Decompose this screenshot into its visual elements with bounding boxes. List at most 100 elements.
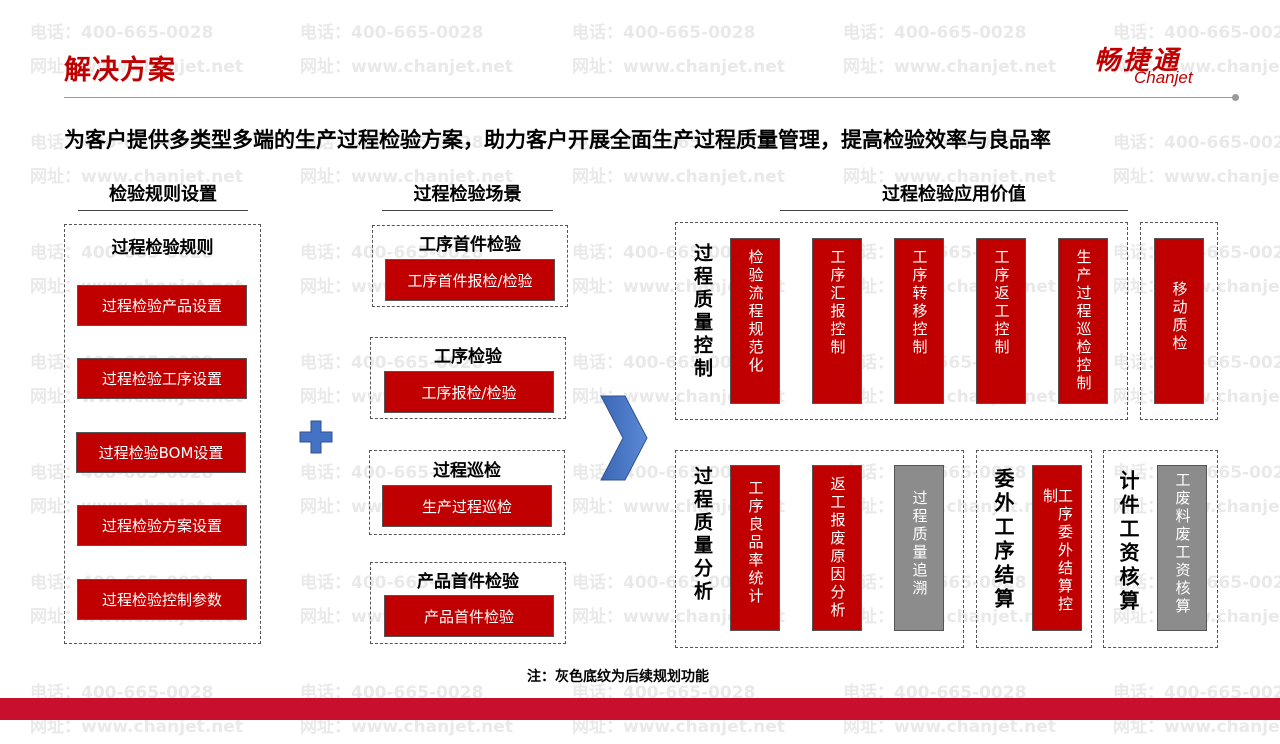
watermark-phone: 电话：400-665-0028 — [300, 573, 484, 593]
mobile-box — [1140, 222, 1218, 420]
scene-button-first-article-inspect[interactable]: 工序首件报检/检验 — [385, 259, 555, 301]
watermark-phone: 电话：400-665-0028 — [30, 243, 214, 263]
chevron-right-icon — [599, 394, 649, 482]
plus-icon — [297, 418, 335, 456]
footer-bar — [0, 698, 1280, 720]
rules-heading-rule — [78, 210, 248, 211]
value-item-patrol-control[interactable]: 生产过程巡检控制 — [1058, 238, 1108, 404]
scene-group-first-article — [372, 225, 568, 307]
value-item-rework-control[interactable]: 工序返工控制 — [976, 238, 1026, 404]
value-item-label: 检验流程规范化 — [746, 249, 765, 375]
value-item-label: 移动质检 — [1170, 281, 1189, 353]
value-item-mobile-qc[interactable]: 移动质检 — [1154, 238, 1204, 404]
watermark-text: 电话：400-665-0028 网址：www.chanjet.net — [30, 16, 243, 84]
outsource-label: 委外工序结算 — [991, 468, 1015, 612]
watermark-website: 网址：www.chanjet.net — [30, 57, 243, 77]
rule-item-bom[interactable]: 过程检验BOM设置 — [76, 432, 246, 473]
scene-button-patrol[interactable]: 生产过程巡检 — [382, 485, 552, 527]
watermark-text: 电话：400-665-0028 网址：www.chanjet.net — [1113, 16, 1280, 84]
scene-group-title: 产品首件检验 — [417, 572, 519, 592]
watermark-phone: 电话：400-665-0028 — [843, 23, 1027, 43]
watermark-phone: 电话：400-665-0028 — [572, 23, 756, 43]
value-item-label: 工废料废工资核算 — [1173, 472, 1192, 616]
value-item-report-control[interactable]: 工序汇报控制 — [812, 238, 862, 404]
watermark-phone: 电话：400-665-0028 — [572, 573, 756, 593]
piecework-box — [1103, 450, 1218, 648]
watermark-text: 电话：400-665-0028 网址：www.chanjet.net — [30, 126, 243, 194]
watermark-text: 电话：400-665-0028 网址：www.chanjet.net — [572, 16, 785, 84]
legend-note: 注：灰色底纹为后续规划功能 — [527, 669, 709, 685]
value-item-label: 工序汇报控制 — [828, 249, 847, 357]
scene-button-process-inspect[interactable]: 工序报检/检验 — [384, 371, 554, 413]
watermark-phone: 电话：400-665-0028 — [30, 23, 214, 43]
watermark-website: 网址：www.chanjet.net — [843, 167, 1056, 187]
watermark-phone: 电话：400-665-0028 — [300, 353, 484, 373]
watermark-website: 网址：www.chanjet.net — [300, 57, 513, 77]
watermark-text: 电话：400-665-0028 网址：www.chanjet.net — [1113, 126, 1280, 194]
rules-heading: 检验规则设置 — [109, 184, 217, 205]
value-item-scrap-analysis[interactable]: 返工报废原因分析 — [812, 465, 862, 631]
watermark-phone: 电话：400-665-0028 — [30, 133, 214, 153]
scene-group-product-first — [370, 562, 566, 644]
value-item-label: 返工报废原因分析 — [828, 476, 847, 620]
watermark-phone: 电话：400-665-0028 — [1113, 23, 1280, 43]
page-subtitle: 为客户提供多类型多端的生产过程检验方案，助力客户开展全面生产过程质量管理，提高检… — [64, 128, 1051, 152]
analysis-label: 过程质量分析 — [691, 466, 713, 604]
rules-box-title: 过程检验规则 — [111, 238, 214, 258]
value-item-traceability-planned[interactable]: 过程质量追溯 — [894, 465, 944, 631]
watermark-website: 网址：www.chanjet.net — [30, 167, 243, 187]
watermark-phone: 电话：400-665-0028 — [572, 353, 756, 373]
watermark-text: 电话：400-665-0028 网址：www.chanjet.net — [300, 126, 513, 194]
watermark-phone: 电话：400-665-0028 — [300, 133, 484, 153]
watermark-text: 电话：400-665-0028 网址：www.chanjet.net — [843, 16, 1056, 84]
value-item-label: 工序委外结算控制 — [1041, 488, 1074, 614]
title-divider — [64, 97, 1234, 98]
value-item-label: 工序转移控制 — [910, 249, 929, 357]
logo-english: Chanjet — [1134, 68, 1193, 87]
scene-group-process — [370, 337, 566, 419]
scene-group-title: 工序检验 — [434, 347, 502, 367]
rules-box — [64, 224, 261, 644]
watermark-website: 网址：www.chanjet.net — [572, 167, 785, 187]
value-item-inspection-flow[interactable]: 检验流程规范化 — [730, 238, 780, 404]
control-label: 过程质量控制 — [691, 243, 713, 381]
watermark-phone: 电话：400-665-0028 — [300, 243, 484, 263]
rule-item-process[interactable]: 过程检验工序设置 — [77, 358, 247, 399]
page-title: 解决方案 — [64, 55, 176, 86]
value-item-label: 工序返工控制 — [992, 249, 1011, 357]
value-item-label: 工序良品率统计 — [746, 480, 765, 606]
watermark-text: 电话：400-665-0028 网址：www.chanjet.net — [300, 16, 513, 84]
watermark-phone: 电话：400-665-0028 — [300, 463, 484, 483]
value-item-yield-stats[interactable]: 工序良品率统计 — [730, 465, 780, 631]
watermark-phone: 电话：400-665-0028 — [572, 243, 756, 263]
watermark-website: 网址：www.chanjet.net — [1113, 167, 1280, 187]
outsource-box — [976, 450, 1092, 648]
scene-group-patrol — [369, 450, 565, 535]
value-item-transfer-control[interactable]: 工序转移控制 — [894, 238, 944, 404]
scenes-heading: 过程检验场景 — [413, 184, 522, 205]
value-item-outsource-settlement[interactable]: 工序委外结算控制 — [1032, 465, 1082, 631]
scene-group-title: 工序首件检验 — [419, 235, 521, 255]
watermark-phone: 电话：400-665-0028 — [1113, 133, 1280, 153]
value-item-label: 生产过程巡检控制 — [1074, 249, 1093, 393]
value-heading: 过程检验应用价值 — [882, 184, 1026, 205]
scene-group-title: 过程巡检 — [433, 461, 501, 481]
rule-item-product[interactable]: 过程检验产品设置 — [77, 285, 247, 326]
watermark-website: 网址：www.chanjet.net — [1113, 57, 1280, 77]
value-heading-rule — [780, 210, 1128, 211]
rule-item-control-params[interactable]: 过程检验控制参数 — [77, 579, 247, 620]
watermark-phone: 电话：400-665-0028 — [300, 23, 484, 43]
rule-item-plan[interactable]: 过程检验方案设置 — [77, 505, 247, 546]
watermark-website: 网址：www.chanjet.net — [572, 57, 785, 77]
scene-button-product-first[interactable]: 产品首件检验 — [384, 595, 554, 637]
title-divider-dot — [1232, 94, 1239, 101]
watermark-website: 网址：www.chanjet.net — [843, 57, 1056, 77]
value-item-piecework-wage-planned[interactable]: 工废料废工资核算 — [1157, 465, 1207, 631]
scenes-heading-rule — [382, 210, 553, 211]
watermark-text: 电话：400-665-0028 网址：www.chanjet.net — [572, 126, 785, 194]
watermark-website: 网址：www.chanjet.net — [300, 167, 513, 187]
value-item-label: 过程质量追溯 — [910, 490, 929, 598]
watermark-phone: 电话：400-665-0028 — [572, 133, 756, 153]
piecework-label: 计件工资核算 — [1116, 470, 1140, 614]
